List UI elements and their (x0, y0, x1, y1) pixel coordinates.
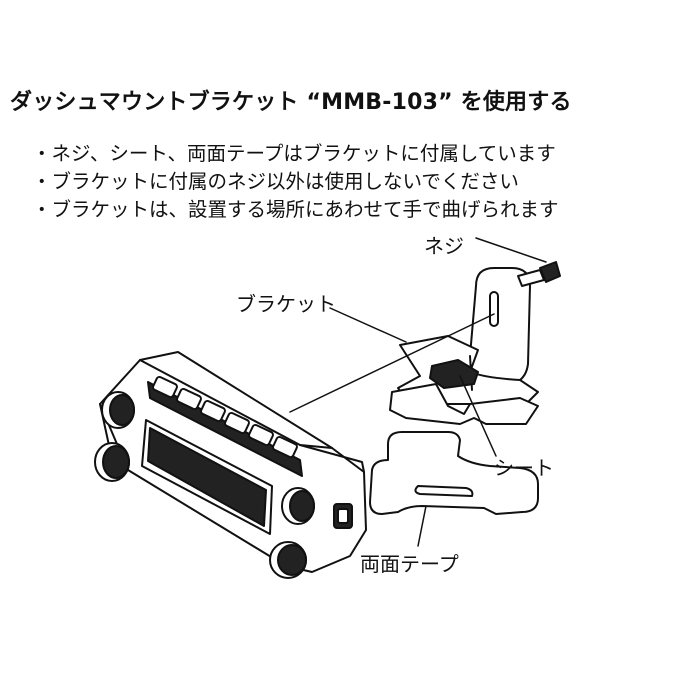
page-title: ダッシュマウントブラケット “MMB-103” を使用する (10, 90, 572, 115)
screw-shape (517, 261, 561, 287)
label-sheet: シート (494, 456, 554, 480)
note-item: ・ブラケットに付属のネジ以外は使用しないでください (32, 170, 519, 193)
notes-list: ・ネジ、シート、両面テープはブラケットに付属しています ・ブラケットに付属のネジ… (32, 140, 559, 224)
label-bracket: ブラケット (236, 292, 336, 316)
radio-front-panel (99, 351, 367, 573)
knob-bottom-right (269, 541, 307, 579)
knob-right (281, 487, 315, 525)
double-sided-tape-shape (369, 431, 539, 515)
label-double-sided-tape: 両面テープ (360, 552, 459, 576)
sheet-shape (389, 383, 539, 425)
label-screw: ネジ (424, 234, 464, 258)
note-item: ・ブラケットは、設置する場所にあわせて手で曲げられます (32, 198, 559, 221)
note-item: ・ネジ、シート、両面テープはブラケットに付属しています (32, 142, 556, 165)
knob-bottom-left (94, 442, 130, 482)
knob-top-left (101, 391, 135, 429)
